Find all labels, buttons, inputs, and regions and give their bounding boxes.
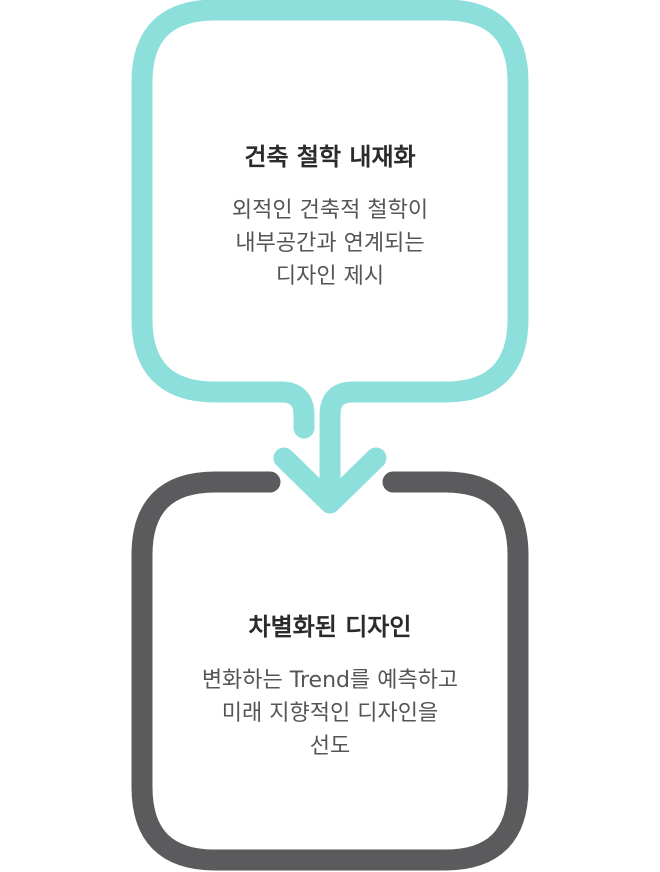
top-box-border — [131, 0, 529, 511]
arrow-down-icon — [273, 447, 387, 514]
top-box-line-1: 외적인 건축적 철학이 — [231, 198, 429, 223]
bottom-box-line-2: 미래 지향적인 디자인을 — [221, 701, 439, 726]
bottom-box-line-3: 선도 — [309, 734, 351, 759]
bottom-box-line-1: 변화하는 Trend를 예측하고 — [201, 668, 459, 693]
top-box-line-3: 디자인 제시 — [275, 264, 385, 289]
top-box-description: 외적인 건축적 철학이 내부공간과 연계되는 디자인 제시 — [150, 194, 510, 293]
bottom-box-description: 변화하는 Trend를 예측하고 미래 지향적인 디자인을 선도 — [150, 664, 510, 763]
bottom-box-title: 차별화된 디자인 — [248, 613, 412, 641]
top-box-title: 건축 철학 내재화 — [244, 143, 416, 171]
bottom-box-border — [131, 471, 529, 871]
bottom-box-content: 차별화된 디자인 변화하는 Trend를 예측하고 미래 지향적인 디자인을 선… — [150, 612, 510, 763]
top-box-content: 건축 철학 내재화 외적인 건축적 철학이 내부공간과 연계되는 디자인 제시 — [150, 142, 510, 293]
top-box-line-2: 내부공간과 연계되는 — [235, 231, 425, 256]
